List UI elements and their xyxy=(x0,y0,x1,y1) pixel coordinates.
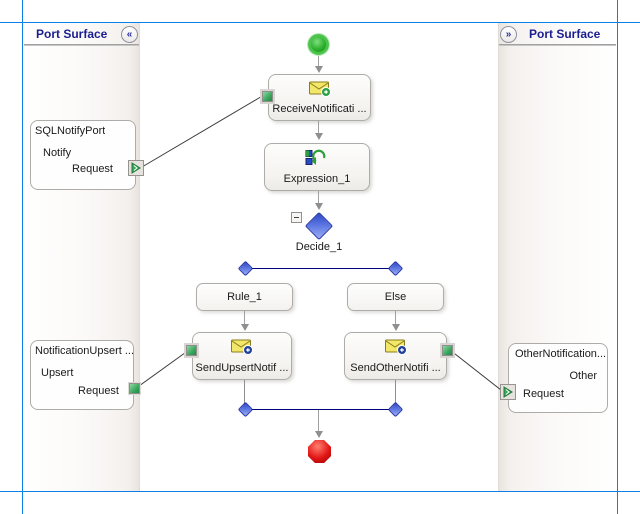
decide-shape-label: Decide_1 xyxy=(295,241,343,253)
flow-line xyxy=(318,191,319,203)
start-shape xyxy=(308,34,329,55)
port-name: SQLNotifyPort xyxy=(35,125,106,137)
operation-name: Other xyxy=(569,370,597,382)
send-port-connector-icon[interactable] xyxy=(186,345,197,356)
collapse-left-panel-button[interactable]: « xyxy=(121,26,138,43)
send-other-shape[interactable]: SendOtherNotifi ... xyxy=(344,332,453,380)
branch-drop-line xyxy=(395,380,396,404)
send-message-icon xyxy=(345,337,446,355)
right-port-surface-panel: » Port Surface xyxy=(498,23,617,491)
rule-branch[interactable]: Rule_1 xyxy=(196,283,293,311)
frame-line-top xyxy=(0,22,640,23)
message-name: Request xyxy=(78,385,119,397)
expression-icon xyxy=(265,148,369,167)
branch-diamond-left xyxy=(237,260,254,277)
left-panel-title: Port Surface xyxy=(36,27,108,41)
flow-arrowhead xyxy=(315,431,323,438)
receive-port-connector-icon[interactable] xyxy=(262,91,273,102)
chevron-left-icon: « xyxy=(126,29,133,40)
flow-arrowhead xyxy=(392,324,400,331)
flow-line xyxy=(318,56,319,66)
send-upsert-shape-label: SendUpsertNotif ... xyxy=(195,362,289,374)
message-name: Request xyxy=(523,388,564,400)
collapse-decide-button[interactable] xyxy=(291,212,302,223)
frame-line-bottom xyxy=(0,491,640,492)
flow-arrowhead xyxy=(315,203,323,210)
rule-branch-label: Rule_1 xyxy=(227,291,262,303)
port-box-sqlnotifyport[interactable]: SQLNotifyPort Notify Request xyxy=(30,120,144,190)
message-name: Request xyxy=(72,163,113,175)
port-connector-square-icon[interactable] xyxy=(129,383,140,394)
port-connector-arrow-icon[interactable] xyxy=(128,160,144,176)
branch-diamond-right xyxy=(387,260,404,277)
send-other-shape-label: SendOtherNotifi ... xyxy=(350,362,441,374)
left-port-surface-panel: Port Surface « xyxy=(23,23,140,491)
left-header-rule xyxy=(24,44,139,46)
port-name: NotificationUpsert ... xyxy=(35,345,135,357)
port-connector-arrow-icon[interactable] xyxy=(500,384,516,400)
receive-message-icon xyxy=(269,79,370,97)
right-header-rule xyxy=(499,44,616,46)
flow-line xyxy=(244,311,245,324)
send-message-icon xyxy=(193,337,291,355)
frame-line-left xyxy=(22,0,23,514)
port-name: OtherNotification... xyxy=(515,348,607,360)
flow-arrowhead xyxy=(315,66,323,73)
send-port-connector-icon[interactable] xyxy=(442,345,453,356)
expression-shape-label: Expression_1 xyxy=(283,173,351,185)
flow-line xyxy=(395,311,396,324)
port-box-notificationupsert[interactable]: NotificationUpsert ... Upsert Request xyxy=(30,340,140,410)
left-panel-header: Port Surface « xyxy=(23,23,140,46)
chevron-right-icon: » xyxy=(505,29,512,40)
branch-merge-line xyxy=(245,409,396,410)
merge-diamond-left xyxy=(237,401,254,418)
right-panel-header: » Port Surface xyxy=(498,23,617,46)
operation-name: Upsert xyxy=(41,367,74,379)
right-panel-title: Port Surface xyxy=(529,27,601,41)
receive-shape-label: ReceiveNotificati ... xyxy=(272,103,367,115)
else-branch-label: Else xyxy=(384,291,407,303)
decide-diamond[interactable] xyxy=(304,211,334,241)
flow-arrowhead xyxy=(315,133,323,140)
end-shape xyxy=(308,440,331,463)
port-box-othernotification[interactable]: OtherNotification... Other Request xyxy=(500,343,608,413)
branch-drop-line xyxy=(244,380,245,404)
flow-line xyxy=(318,121,319,133)
operation-name: Notify xyxy=(43,147,72,159)
send-upsert-shape[interactable]: SendUpsertNotif ... xyxy=(186,332,292,380)
flow-line xyxy=(318,410,319,431)
else-branch[interactable]: Else xyxy=(347,283,444,311)
frame-line-right xyxy=(617,0,618,514)
flow-arrowhead xyxy=(241,324,249,331)
merge-diamond-right xyxy=(387,401,404,418)
collapse-right-panel-button[interactable]: » xyxy=(500,26,517,43)
receive-shape[interactable]: ReceiveNotificati ... xyxy=(262,74,371,121)
branch-split-line xyxy=(245,268,396,269)
expression-shape[interactable]: Expression_1 xyxy=(264,143,370,191)
